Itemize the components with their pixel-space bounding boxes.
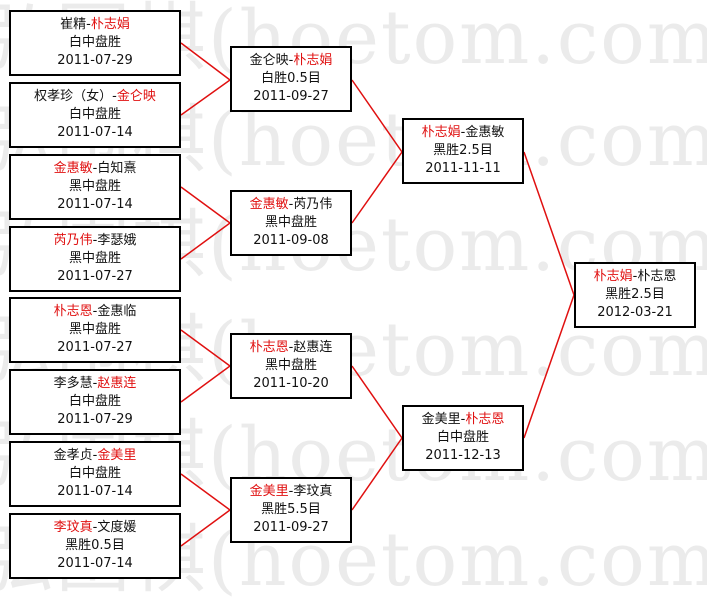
match-box: 金仑映-朴志娟 白胜0.5目 2011-09-27 — [230, 46, 352, 112]
player-name: 朴志娟 — [421, 125, 461, 140]
bracket-connector — [180, 473, 232, 547]
match-result: 白中盘胜 — [68, 107, 121, 122]
player-name: 朴志娟 — [293, 53, 333, 68]
bracket-connector — [351, 365, 403, 511]
player-name: 金惠敏 — [53, 161, 93, 176]
player-name: 金美里 — [421, 412, 461, 427]
bracket-connector — [523, 151, 575, 439]
player-name: 朴志恩 — [637, 269, 677, 284]
match-result: 白胜0.5目 — [261, 71, 321, 86]
match-players: 崔精-朴志娟 — [60, 17, 130, 32]
match-date: 2011-07-29 — [57, 412, 133, 427]
match-result: 黑中盘胜 — [264, 215, 317, 230]
player-name: 李玟真 — [53, 520, 93, 535]
match-result: 黑胜0.5目 — [65, 538, 125, 553]
match-date: 2011-07-14 — [57, 125, 133, 140]
final-match-box: 朴志娟-朴志恩 黑胜2.5目 2012-03-21 — [574, 262, 696, 328]
match-result: 白中盘胜 — [436, 430, 489, 445]
match-date: 2011-11-11 — [425, 161, 501, 176]
player-name: 权孝珍（女） — [34, 89, 113, 104]
match-result: 白中盘胜 — [68, 466, 121, 481]
bracket-connector — [180, 329, 232, 403]
player-name: 金仑映 — [116, 89, 156, 104]
player-name: 金美里 — [97, 448, 137, 463]
match-players: 李玟真-文度媛 — [53, 520, 137, 535]
match-players: 芮乃伟-李瑟娥 — [53, 233, 137, 248]
match-result: 白中盘胜 — [68, 394, 121, 409]
match-box: 李玟真-文度媛 黑胜0.5目 2011-07-14 — [9, 513, 181, 579]
player-name: 金惠临 — [97, 304, 137, 319]
match-date: 2011-09-27 — [253, 520, 329, 535]
match-box: 朴志恩-赵惠连 黑中盘胜 2011-10-20 — [230, 333, 352, 399]
match-result: 黑胜2.5目 — [605, 287, 665, 302]
match-result: 黑中盘胜 — [68, 251, 121, 266]
player-name: 赵惠连 — [97, 376, 137, 391]
match-box: 崔精-朴志娟 白中盘胜 2011-07-29 — [9, 10, 181, 76]
match-players: 金美里-朴志恩 — [421, 412, 505, 427]
match-players: 金仑映-朴志娟 — [249, 53, 333, 68]
match-players: 朴志娟-朴志恩 — [593, 269, 677, 284]
match-date: 2011-12-13 — [425, 448, 501, 463]
match-result: 白中盘胜 — [68, 35, 121, 50]
match-box: 金美里-李玟真 黑胜5.5目 2011-09-27 — [230, 477, 352, 543]
match-date: 2011-07-14 — [57, 484, 133, 499]
player-name: 白知熹 — [97, 161, 137, 176]
player-name: 李瑟娥 — [97, 233, 137, 248]
match-date: 2011-10-20 — [253, 376, 329, 391]
match-players: 权孝珍（女）-金仑映 — [34, 89, 156, 104]
match-result: 黑中盘胜 — [68, 179, 121, 194]
player-name: 崔精 — [60, 17, 87, 32]
player-name: 赵惠连 — [293, 340, 333, 355]
player-name: 朴志恩 — [53, 304, 93, 319]
match-result: 黑中盘胜 — [68, 322, 121, 337]
match-box: 金美里-朴志恩 白中盘胜 2011-12-13 — [402, 405, 524, 471]
player-name: 芮乃伟 — [53, 233, 93, 248]
match-result: 黑中盘胜 — [264, 358, 317, 373]
bracket-connector — [180, 42, 232, 116]
player-name: 文度媛 — [97, 520, 137, 535]
match-players: 朴志恩-金惠临 — [53, 304, 137, 319]
match-box: 金孝贞-金美里 白中盘胜 2011-07-14 — [9, 441, 181, 507]
player-name: 朴志娟 — [90, 17, 130, 32]
player-name: 金仑映 — [249, 53, 289, 68]
player-name: 朴志恩 — [249, 340, 289, 355]
match-box: 朴志恩-金惠临 黑中盘胜 2011-07-27 — [9, 297, 181, 363]
match-box: 金惠敏-白知熹 黑中盘胜 2011-07-14 — [9, 154, 181, 220]
match-box: 权孝珍（女）-金仑映 白中盘胜 2011-07-14 — [9, 82, 181, 148]
match-date: 2011-07-29 — [57, 53, 133, 68]
bracket-connector — [180, 186, 232, 260]
match-date: 2011-07-27 — [57, 340, 133, 355]
match-players: 金惠敏-白知熹 — [53, 161, 137, 176]
player-name: 李多慧 — [53, 376, 93, 391]
match-date: 2011-07-14 — [57, 556, 133, 571]
match-date: 2011-09-08 — [253, 233, 329, 248]
match-date: 2011-09-27 — [253, 89, 329, 104]
match-players: 金惠敏-芮乃伟 — [249, 197, 333, 212]
player-name: 金惠敏 — [249, 197, 289, 212]
player-name: 芮乃伟 — [293, 197, 333, 212]
player-name: 李玟真 — [293, 484, 333, 499]
match-box: 芮乃伟-李瑟娥 黑中盘胜 2011-07-27 — [9, 226, 181, 292]
player-name: 金美里 — [249, 484, 289, 499]
match-date: 2012-03-21 — [597, 305, 673, 320]
match-players: 朴志恩-赵惠连 — [249, 340, 333, 355]
match-box: 李多慧-赵惠连 白中盘胜 2011-07-29 — [9, 369, 181, 435]
match-players: 李多慧-赵惠连 — [53, 376, 137, 391]
match-players: 金美里-李玟真 — [249, 484, 333, 499]
bracket-connector — [351, 79, 403, 224]
match-result: 黑胜2.5目 — [433, 143, 493, 158]
match-box: 金惠敏-芮乃伟 黑中盘胜 2011-09-08 — [230, 190, 352, 256]
match-box: 朴志娟-金惠敏 黑胜2.5目 2011-11-11 — [402, 118, 524, 184]
match-date: 2011-07-27 — [57, 269, 133, 284]
player-name: 金孝贞 — [53, 448, 93, 463]
player-name: 朴志娟 — [593, 269, 633, 284]
match-date: 2011-07-14 — [57, 197, 133, 212]
match-result: 黑胜5.5目 — [261, 502, 321, 517]
match-players: 朴志娟-金惠敏 — [421, 125, 505, 140]
match-players: 金孝贞-金美里 — [53, 448, 137, 463]
player-name: 金惠敏 — [465, 125, 505, 140]
player-name: 朴志恩 — [465, 412, 505, 427]
